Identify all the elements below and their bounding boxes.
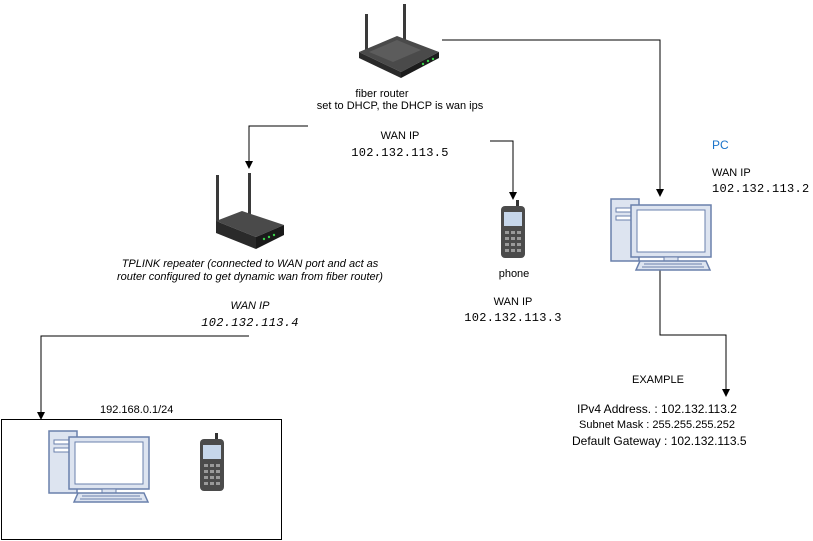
fiber-router-wan-label: WAN IP (380, 130, 420, 142)
link-repeater-to-lan (37, 335, 249, 420)
pc-title: PC (712, 138, 729, 152)
phone-icon (200, 433, 224, 491)
router-icon (359, 4, 439, 78)
repeater-wan-ip: 102.132.113.4 (201, 316, 299, 330)
phone-wan-ip: 102.132.113.3 (464, 311, 562, 325)
computer-icon (610, 198, 712, 271)
pc-wan-label: WAN IP (712, 167, 751, 179)
repeater-description-line1: TPLINK repeater (connected to WAN port a… (121, 258, 379, 270)
repeater-description-line2: router configured to get dynamic wan fro… (117, 271, 383, 283)
router-icon (216, 173, 284, 249)
example-title: EXAMPLE (632, 374, 684, 386)
phone-icon (501, 200, 525, 258)
example-gateway: Default Gateway : 102.132.113.5 (572, 434, 747, 448)
example-ipv4: IPv4 Address. : 102.132.113.2 (577, 402, 737, 416)
fiber-router-wan-ip: 102.132.113.5 (351, 146, 449, 160)
example-subnet: Subnet Mask : 255.255.255.252 (579, 419, 735, 431)
computer-icon (48, 430, 150, 503)
link-router-to-repeater (245, 125, 308, 169)
link-router-to-pc (442, 39, 664, 197)
link-router-to-phone (490, 140, 517, 200)
phone-label: phone (498, 268, 530, 280)
lan-box (1, 419, 282, 540)
link-pc-to-example (659, 270, 730, 397)
pc-wan-ip: 102.132.113.2 (712, 182, 810, 196)
fiber-router-description: set to DHCP, the DHCP is wan ips (316, 100, 484, 112)
phone-wan-label: WAN IP (493, 296, 533, 308)
lan-subnet-label: 192.168.0.1/24 (100, 404, 174, 416)
fiber-router-name: fiber router (355, 88, 409, 100)
repeater-wan-label: WAN IP (230, 300, 270, 312)
